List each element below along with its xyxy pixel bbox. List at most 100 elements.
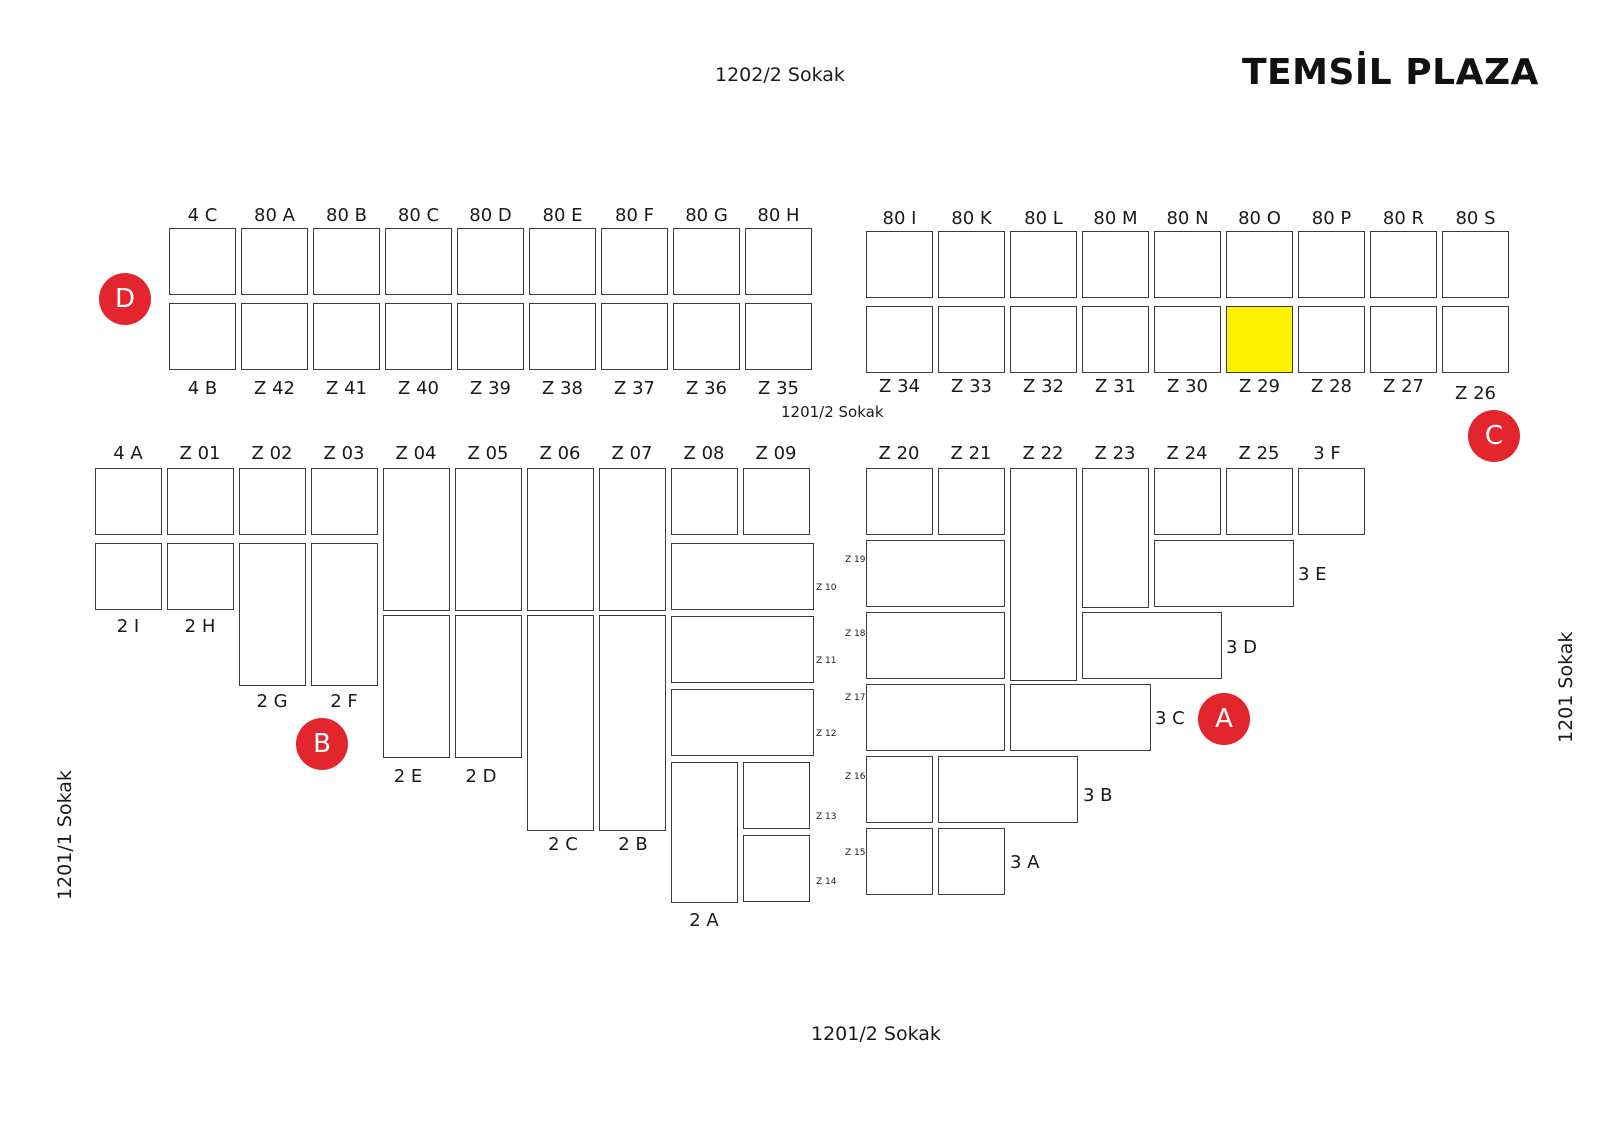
unit-label-z-28: Z 28	[1311, 376, 1352, 397]
unit-z-19[interactable]	[866, 540, 1005, 607]
unit-4-c[interactable]	[169, 228, 236, 295]
unit-z-05[interactable]	[455, 468, 522, 611]
unit-z-16[interactable]	[866, 756, 933, 823]
unit-2-h[interactable]	[167, 543, 234, 610]
marker-c[interactable]: C	[1468, 410, 1520, 462]
unit-3-d[interactable]	[1082, 612, 1222, 679]
unit-z-17[interactable]	[866, 684, 1005, 751]
unit-z-28[interactable]	[1298, 306, 1365, 373]
unit-z-29[interactable]	[1226, 306, 1293, 373]
unit-z-06[interactable]	[527, 468, 594, 611]
unit-z-01[interactable]	[167, 468, 234, 535]
unit-label-z-36: Z 36	[686, 378, 727, 399]
marker-b[interactable]: B	[296, 718, 348, 770]
unit-2-g[interactable]	[239, 543, 306, 686]
unit-z-22[interactable]	[1010, 468, 1077, 681]
unit-z-10[interactable]	[671, 543, 814, 610]
unit-z-38[interactable]	[529, 303, 596, 370]
unit-z-21[interactable]	[938, 468, 1005, 535]
unit-4-b[interactable]	[169, 303, 236, 370]
unit-z-04[interactable]	[383, 468, 450, 611]
unit-3-b[interactable]	[938, 756, 1078, 823]
unit-80-c[interactable]	[385, 228, 452, 295]
unit-label-4-b: 4 B	[187, 378, 218, 399]
unit-z-37[interactable]	[601, 303, 668, 370]
unit-z-18[interactable]	[866, 612, 1005, 679]
unit-label-2-i: 2 I	[116, 616, 140, 637]
unit-80-p[interactable]	[1298, 231, 1365, 298]
unit-2-f[interactable]	[311, 543, 378, 686]
unit-label-2-e: 2 E	[393, 766, 423, 787]
unit-z-13[interactable]	[743, 762, 810, 829]
unit-z-09[interactable]	[743, 468, 810, 535]
unit-z-35[interactable]	[745, 303, 812, 370]
unit-80-m[interactable]	[1082, 231, 1149, 298]
unit-z-42[interactable]	[241, 303, 308, 370]
unit-z-36[interactable]	[673, 303, 740, 370]
unit-3-c[interactable]	[1010, 684, 1151, 751]
unit-80-l[interactable]	[1010, 231, 1077, 298]
unit-2-b[interactable]	[599, 615, 666, 831]
unit-80-a[interactable]	[241, 228, 308, 295]
unit-z-25[interactable]	[1226, 468, 1293, 535]
unit-label-z-13: Z 13	[816, 812, 837, 822]
unit-label-2-c: 2 C	[548, 834, 578, 855]
unit-80-g[interactable]	[673, 228, 740, 295]
unit-z-03[interactable]	[311, 468, 378, 535]
unit-label-4-a: 4 A	[113, 443, 143, 464]
unit-label-z-09: Z 09	[755, 443, 797, 464]
unit-z-39[interactable]	[457, 303, 524, 370]
unit-80-f[interactable]	[601, 228, 668, 295]
unit-80-d[interactable]	[457, 228, 524, 295]
unit-80-s[interactable]	[1442, 231, 1509, 298]
unit-z-24[interactable]	[1154, 468, 1221, 535]
unit-z-33[interactable]	[938, 306, 1005, 373]
unit-80-e[interactable]	[529, 228, 596, 295]
unit-label-3-f: 3 F	[1313, 443, 1341, 464]
unit-2-a[interactable]	[671, 762, 738, 903]
unit-z-27[interactable]	[1370, 306, 1437, 373]
unit-label-z-26: Z 26	[1455, 383, 1496, 404]
unit-3-a[interactable]	[938, 828, 1005, 895]
unit-80-o[interactable]	[1226, 231, 1293, 298]
unit-label-80-e: 80 E	[542, 205, 583, 226]
unit-4-a[interactable]	[95, 468, 162, 535]
unit-3-e[interactable]	[1154, 540, 1294, 607]
unit-80-r[interactable]	[1370, 231, 1437, 298]
unit-z-34[interactable]	[866, 306, 933, 373]
unit-2-c[interactable]	[527, 615, 594, 831]
unit-z-26[interactable]	[1442, 306, 1509, 373]
unit-z-14[interactable]	[743, 835, 810, 902]
unit-z-40[interactable]	[385, 303, 452, 370]
unit-2-i[interactable]	[95, 543, 162, 610]
unit-80-i[interactable]	[866, 231, 933, 298]
unit-z-23[interactable]	[1082, 468, 1149, 608]
unit-z-11[interactable]	[671, 616, 814, 683]
unit-z-41[interactable]	[313, 303, 380, 370]
marker-a[interactable]: A	[1198, 693, 1250, 745]
unit-z-31[interactable]	[1082, 306, 1149, 373]
unit-80-h[interactable]	[745, 228, 812, 295]
unit-label-z-40: Z 40	[398, 378, 439, 399]
unit-80-k[interactable]	[938, 231, 1005, 298]
unit-z-15[interactable]	[866, 828, 933, 895]
unit-2-d[interactable]	[455, 615, 522, 758]
brand-logo: TEMSİL PLAZA	[1242, 52, 1539, 93]
unit-2-e[interactable]	[383, 615, 450, 758]
unit-z-32[interactable]	[1010, 306, 1077, 373]
unit-3-f[interactable]	[1298, 468, 1365, 535]
unit-label-z-16: Z 16	[845, 772, 866, 782]
unit-label-z-33: Z 33	[951, 376, 992, 397]
unit-label-3-d: 3 D	[1226, 637, 1258, 658]
unit-80-b[interactable]	[313, 228, 380, 295]
unit-z-30[interactable]	[1154, 306, 1221, 373]
unit-z-07[interactable]	[599, 468, 666, 611]
unit-z-12[interactable]	[671, 689, 814, 756]
unit-z-08[interactable]	[671, 468, 738, 535]
unit-z-02[interactable]	[239, 468, 306, 535]
unit-label-z-32: Z 32	[1023, 376, 1064, 397]
unit-z-20[interactable]	[866, 468, 933, 535]
unit-80-n[interactable]	[1154, 231, 1221, 298]
unit-label-80-k: 80 K	[951, 208, 992, 229]
marker-d[interactable]: D	[99, 273, 151, 325]
